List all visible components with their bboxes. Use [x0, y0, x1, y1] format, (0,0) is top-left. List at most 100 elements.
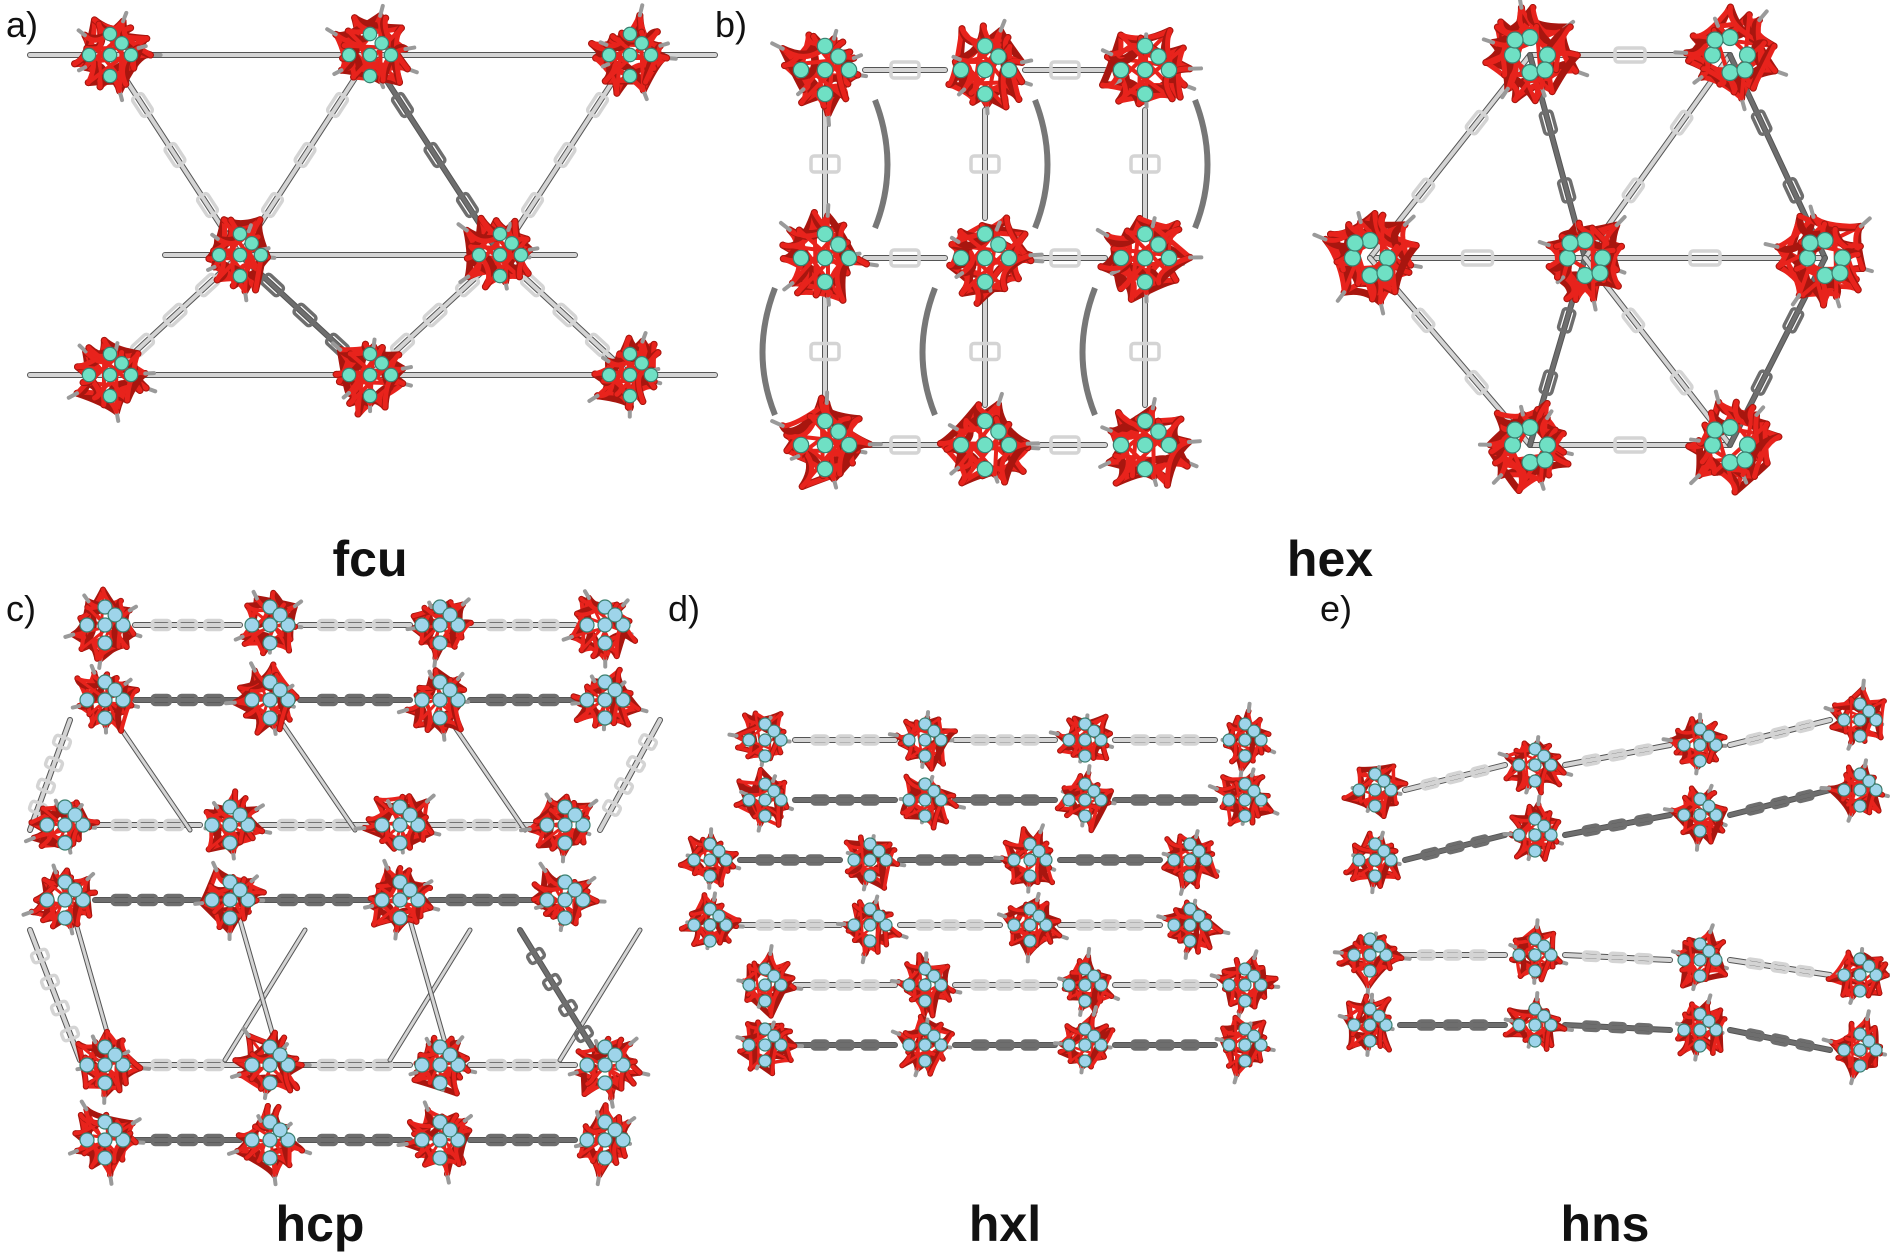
metal-atom [1238, 978, 1252, 992]
linker [737, 854, 843, 866]
metal-atom [1378, 249, 1397, 267]
metal-atom [374, 817, 390, 833]
metal-atom [1853, 783, 1867, 797]
metal-atom [918, 978, 932, 992]
linker [467, 1133, 578, 1147]
metal-atom [432, 1132, 448, 1148]
metal-atom [1703, 436, 1722, 454]
metal-atom [597, 1114, 613, 1130]
phenyl-ring [293, 141, 317, 169]
metal-cluster [1099, 27, 1204, 109]
phenyl-ring [1581, 753, 1602, 767]
linker [969, 295, 1001, 408]
metal-atom [863, 934, 877, 948]
metal-atom [1222, 793, 1236, 807]
phenyl-ring [1770, 1033, 1790, 1047]
metal-atom [539, 892, 555, 908]
metal-atom [362, 68, 378, 84]
metal-atom [392, 799, 408, 815]
phenyl-ring [1613, 436, 1647, 454]
metal-cluster [733, 766, 795, 833]
metal-atom [579, 692, 595, 708]
metal-cluster [936, 391, 1041, 487]
metal-atom [1199, 918, 1213, 932]
metal-atom [240, 817, 256, 833]
phenyl-ring [163, 141, 187, 169]
metal-atom [634, 35, 650, 51]
phenyl-ring [150, 618, 172, 632]
metal-atom [1238, 777, 1252, 791]
metal-atom [1677, 1023, 1691, 1037]
metal-atom [816, 412, 834, 430]
metal-atom [513, 247, 529, 263]
metal-atom [1247, 969, 1261, 983]
metal-atom [1528, 932, 1542, 946]
metal-atom [742, 793, 756, 807]
phenyl-ring [1795, 719, 1815, 734]
phenyl-ring [1129, 341, 1161, 362]
phenyl-ring [1795, 964, 1815, 978]
metal-atom [414, 1132, 430, 1148]
metal-atom [432, 635, 448, 651]
metal-atom [1150, 48, 1167, 65]
metal-atom [1368, 837, 1382, 851]
metal-atom [1536, 451, 1554, 469]
phenyl-ring [1607, 748, 1628, 762]
metal-atom [414, 692, 430, 708]
phenyl-ring [1155, 734, 1175, 746]
metal-cluster [1054, 764, 1117, 834]
metal-cluster [1057, 946, 1121, 1017]
phenyl-ring [965, 854, 985, 866]
metal-cluster [203, 788, 273, 861]
metal-atom [1376, 264, 1394, 282]
metal-atom [1222, 733, 1236, 747]
metal-atom [262, 692, 278, 708]
phenyl-ring [525, 946, 547, 966]
metal-atom [579, 1132, 595, 1148]
metal-atom [1709, 738, 1723, 752]
metal-atom [1094, 978, 1108, 992]
phenyl-ring [203, 618, 225, 632]
phenyl-ring [755, 854, 775, 866]
metal-atom [1528, 844, 1542, 858]
phenyl-ring [498, 818, 520, 832]
metal-atom [1536, 61, 1554, 79]
linker [132, 1058, 243, 1072]
phenyl-ring [1464, 109, 1489, 136]
metal-atom [1709, 1023, 1723, 1037]
metal-atom [222, 835, 238, 851]
metal-atom [1528, 1002, 1542, 1016]
linker [407, 917, 453, 1063]
phenyl-ring [1130, 794, 1150, 806]
metal-atom [557, 835, 573, 851]
metal-atom [1136, 85, 1154, 103]
phenyl-ring [810, 1039, 830, 1051]
metal-atom [1576, 231, 1594, 250]
metal-atom [575, 817, 591, 833]
metal-atom [1693, 738, 1707, 752]
metal-atom [830, 48, 847, 65]
phenyl-ring [970, 794, 990, 806]
metal-cluster [396, 667, 471, 742]
metal-atom [607, 682, 623, 698]
metal-cluster [66, 336, 158, 423]
phenyl-ring [29, 947, 51, 965]
metal-atom [1831, 264, 1849, 282]
metal-atom [918, 809, 932, 823]
phenyl-ring [1750, 369, 1773, 396]
linker [27, 927, 83, 1063]
metal-atom [539, 817, 555, 833]
metal-cluster [1209, 949, 1281, 1021]
metal-atom [1136, 37, 1154, 55]
metal-atom [432, 674, 448, 690]
metal-cluster [1662, 783, 1728, 852]
metal-atom [1593, 249, 1612, 267]
metal-cluster [889, 951, 963, 1027]
metal-atom [262, 674, 278, 690]
phenyl-ring [136, 893, 159, 907]
metal-atom [57, 817, 73, 833]
phenyl-ring [552, 302, 578, 328]
metal-atom [123, 367, 139, 383]
metal-atom [1736, 451, 1754, 469]
metal-atom [557, 910, 573, 926]
